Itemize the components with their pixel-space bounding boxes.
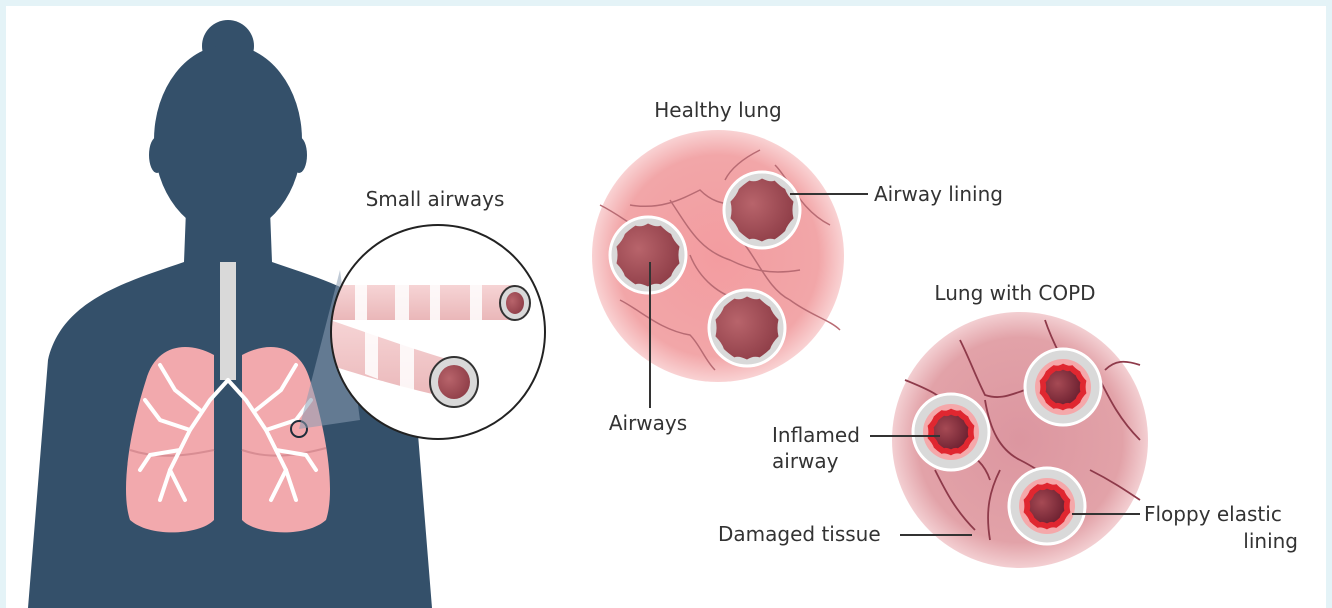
small-airways-zoom xyxy=(330,225,545,439)
airways-label: Airways xyxy=(609,411,687,435)
trachea xyxy=(220,262,236,380)
damaged-tissue-label: Damaged tissue xyxy=(718,522,881,546)
lung-with-copd-title: Lung with COPD xyxy=(934,281,1095,305)
healthy-lung-disc xyxy=(592,130,844,382)
copd-diagram: Small airways Healthy lung Airway lining xyxy=(6,6,1326,608)
floppy-elastic-lining-label-line1: Floppy elastic xyxy=(1144,502,1282,526)
healthy-airway xyxy=(724,172,800,248)
inflamed-airway-label-line1: Inflamed xyxy=(772,423,860,447)
inflamed-airway-label-line2: airway xyxy=(772,449,839,473)
small-airways-label: Small airways xyxy=(366,187,505,211)
copd-lung-disc xyxy=(892,312,1148,568)
inflamed-airway xyxy=(1009,468,1085,544)
floppy-elastic-lining-label-line2: lining xyxy=(1243,529,1298,553)
healthy-lung-title: Healthy lung xyxy=(654,98,781,122)
diagram-canvas: Small airways Healthy lung Airway lining xyxy=(6,6,1326,608)
inflamed-airway xyxy=(913,394,989,470)
inflamed-airway xyxy=(1025,349,1101,425)
healthy-airway xyxy=(709,290,785,366)
healthy-airway xyxy=(610,217,686,293)
airway-lining-label: Airway lining xyxy=(874,182,1003,206)
